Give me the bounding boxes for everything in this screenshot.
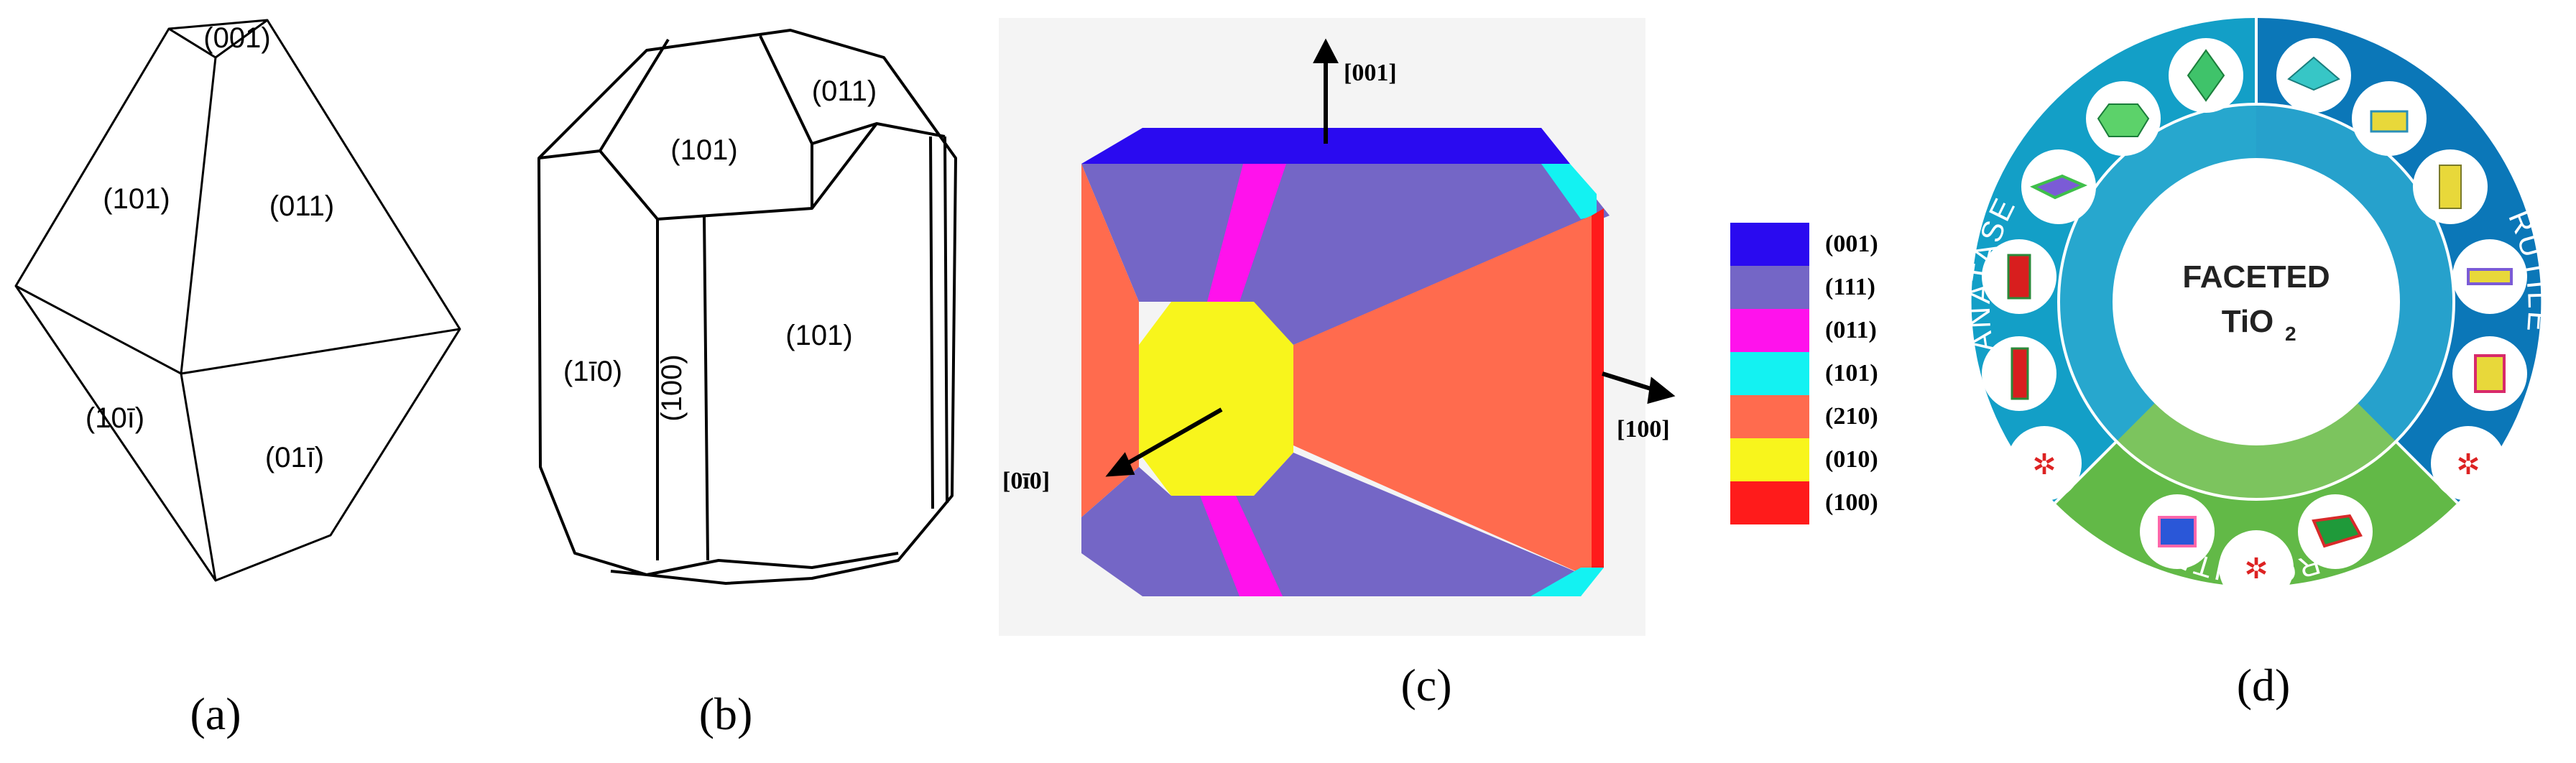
structure-icon-2: ✲ (2456, 449, 2480, 481)
structure-icon-3: ✲ (2244, 553, 2268, 585)
crystal-a-edges (15, 19, 461, 581)
facet-100 (1592, 208, 1604, 578)
crystal-b-outline (537, 29, 957, 585)
legend-swatch-101 (1730, 352, 1809, 395)
facet-210-right (1293, 216, 1592, 578)
arrow-100-head (1647, 376, 1676, 404)
facet-111-bottom (1081, 453, 1592, 596)
facet-011-bottom (1200, 496, 1283, 596)
crystal-a-outline (14, 19, 461, 582)
legend-swatch-111 (1730, 266, 1809, 309)
face-label-b-011: (011) (812, 75, 877, 107)
direction-label-0-10: [0ī0] (1002, 468, 1050, 494)
panel-a (14, 19, 461, 582)
panel-d: FACETED TiO 2 ANATASE RUTILE BROOKITE ✲ (1962, 17, 2554, 605)
slab-icon (2467, 268, 2513, 285)
legend-label-010: (010) (1825, 446, 1878, 473)
center-disc (2113, 158, 2400, 445)
legend-swatch-010 (1730, 438, 1809, 481)
face-label-a-001: (001) (203, 22, 270, 54)
arrow-0-10-head (1105, 452, 1135, 477)
legend-swatch-011 (1730, 309, 1809, 352)
caption-c: (c) (1400, 660, 1451, 711)
pyramid-icon (2287, 56, 2340, 91)
caption-a: (a) (190, 688, 241, 739)
facet-101-bottom-right (1531, 568, 1604, 596)
legend-label-100: (100) (1825, 489, 1878, 516)
prism-icon-3 (2474, 354, 2506, 393)
truncated-bipyramid-icon (2097, 103, 2150, 137)
facet-101-top-right (1541, 164, 1597, 219)
legend-swatch-001 (1730, 223, 1809, 266)
panel-b (537, 29, 957, 585)
brookite-crystal-icon-1 (2158, 516, 2197, 547)
legend-label-111: (111) (1825, 274, 1875, 300)
rutile-thumbnails: ✲ (2276, 38, 2527, 501)
thumb-anatase-6 (2007, 426, 2082, 501)
legend-swatch-210 (1730, 395, 1809, 438)
direction-label-001: [001] (1344, 60, 1397, 86)
face-label-a-10-1: (10ī) (86, 402, 144, 434)
panel-c: [001] [100] [0ī0] (001) (111) (011) (101… (999, 18, 1878, 636)
bipyramid-icon (2187, 49, 2225, 102)
arrow-0-10 (1120, 407, 1223, 469)
legend-label-001: (001) (1825, 231, 1878, 257)
platelet-icon (2030, 174, 2088, 200)
face-label-b-1-10: (1ī0) (563, 356, 622, 387)
prism-icon-2 (2439, 165, 2462, 209)
anatase-thumbnails: ✲ (1982, 38, 2243, 501)
legend-label-101: (101) (1825, 360, 1878, 387)
legend-label-011: (011) (1825, 317, 1877, 343)
legend-swatch-100 (1730, 481, 1809, 524)
facet-011-top (1207, 164, 1286, 302)
facet-210-left (1081, 164, 1139, 517)
rod-icon-2 (2011, 347, 2029, 400)
face-label-a-01-1: (01ī) (265, 442, 324, 473)
crystal-b-edges (538, 35, 948, 576)
arrow-001-head (1313, 38, 1339, 63)
center-title: FACETED (2182, 259, 2330, 295)
brookite-crystal-icon-2 (2312, 514, 2363, 548)
center-formula: TiO (2222, 304, 2274, 339)
brookite-thumbnails: ✲ (2140, 494, 2373, 605)
face-label-b-101-top: (101) (670, 134, 737, 166)
face-label-b-101-front: (101) (785, 320, 852, 351)
thumb-rutile-6 (2431, 426, 2506, 501)
prism-icon-1 (2370, 110, 2409, 133)
caption-d: (d) (2237, 660, 2291, 711)
legend-label-210: (210) (1825, 403, 1878, 430)
legend: (001) (111) (011) (101) (210) (010) (100… (1730, 223, 1878, 524)
face-label-a-011: (011) (269, 190, 334, 222)
rod-icon-1 (2007, 254, 2031, 300)
facet-001 (1081, 128, 1570, 164)
direction-label-100: [100] (1617, 416, 1670, 443)
thumb-brookite-2 (2219, 530, 2294, 605)
face-label-a-101: (101) (103, 183, 170, 215)
facet-010 (1139, 302, 1293, 496)
face-label-b-100: (100) (656, 354, 688, 421)
structure-icon-1: ✲ (2032, 449, 2056, 481)
caption-b: (b) (699, 688, 753, 739)
center-formula-subscript: 2 (2285, 323, 2296, 345)
